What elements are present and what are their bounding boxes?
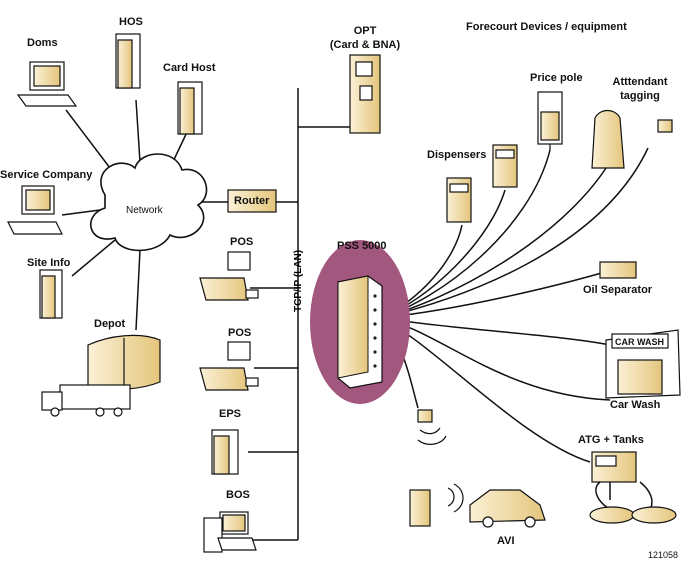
dispenser-1 xyxy=(446,177,472,223)
site-info-server xyxy=(39,269,63,319)
car-wash-building xyxy=(605,329,681,399)
car-wash-sign: CAR WASH xyxy=(615,337,664,347)
hos-server xyxy=(115,33,141,89)
dispenser-2 xyxy=(492,144,518,188)
router-device xyxy=(227,189,277,213)
router-label: Router xyxy=(234,195,270,207)
network-label: Network xyxy=(126,205,163,216)
atg-tanks-label: ATG + Tanks xyxy=(578,434,644,446)
doms-computer xyxy=(16,61,78,107)
pss5000-label: PSS 5000 xyxy=(337,240,387,252)
bos-computer xyxy=(203,511,257,553)
lan-label: TCP/IP (LAN) xyxy=(293,249,304,312)
service-company-label: Service Company xyxy=(0,169,93,181)
oil-separator-sensor xyxy=(599,261,637,279)
oil-separator-label: Oil Separator xyxy=(583,284,653,296)
connection-lines xyxy=(61,88,653,541)
car-wash-label: Car Wash xyxy=(610,399,661,411)
price-pole xyxy=(537,91,563,150)
service-company-computer xyxy=(7,185,63,235)
eps-server xyxy=(211,429,239,475)
attendant-label: Atttendant xyxy=(612,76,668,88)
depot-tanks-truck xyxy=(41,334,161,417)
pos-2-label: POS xyxy=(228,327,252,339)
price-pole-label: Price pole xyxy=(530,72,583,84)
avi-vehicle-scene xyxy=(409,409,546,528)
opt-sublabel: (Card & BNA) xyxy=(329,39,401,51)
doms-label: Doms xyxy=(27,37,58,49)
dispensers-label: Dispensers xyxy=(427,149,487,161)
bos-label: BOS xyxy=(226,489,250,501)
card-host-server xyxy=(177,81,203,135)
diagram-title: Forecourt Devices / equipment xyxy=(466,21,627,33)
site-info-label: Site Info xyxy=(27,257,71,269)
pss5000-hub xyxy=(310,240,410,404)
depot-label: Depot xyxy=(94,318,126,330)
pos-1-label: POS xyxy=(230,236,254,248)
eps-label: EPS xyxy=(219,408,242,420)
figure-id: 121058 xyxy=(648,550,679,560)
opt-label: OPT xyxy=(353,25,377,37)
card-host-label: Card Host xyxy=(163,62,216,74)
avi-label: AVI xyxy=(497,535,515,547)
hos-label: HOS xyxy=(119,16,143,28)
network-cloud xyxy=(90,153,208,252)
attendant-sublabel: tagging xyxy=(620,90,660,102)
opt-terminal xyxy=(349,54,381,134)
pos-terminal-1 xyxy=(199,251,259,301)
atg-tank-gauge xyxy=(589,451,677,524)
attendant-tag-reader xyxy=(591,109,673,169)
pos-terminal-2 xyxy=(199,341,259,391)
